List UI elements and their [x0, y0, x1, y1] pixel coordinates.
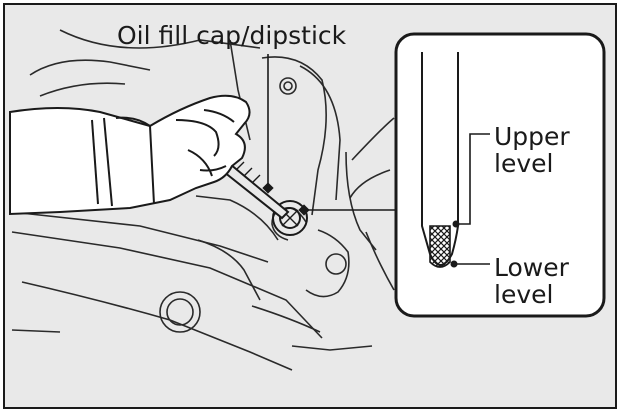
hand [9, 94, 251, 216]
label-lower-level-line2: level [494, 280, 554, 309]
engine-line-art [11, 29, 395, 371]
label-upper-level-line1: Upper [494, 122, 570, 151]
label-upper-level-line2: level [494, 149, 554, 178]
inset-connector [298, 204, 398, 216]
fill-cap [272, 200, 308, 236]
callout-leader [262, 54, 274, 194]
label-lower-level-line1: Lower [494, 253, 569, 282]
upper-level-marker [452, 133, 490, 228]
lower-level-marker [450, 260, 490, 268]
dipstick-blade [421, 52, 459, 268]
callout-label-oil-fill-cap: Oil fill cap/dipstick [117, 21, 347, 50]
